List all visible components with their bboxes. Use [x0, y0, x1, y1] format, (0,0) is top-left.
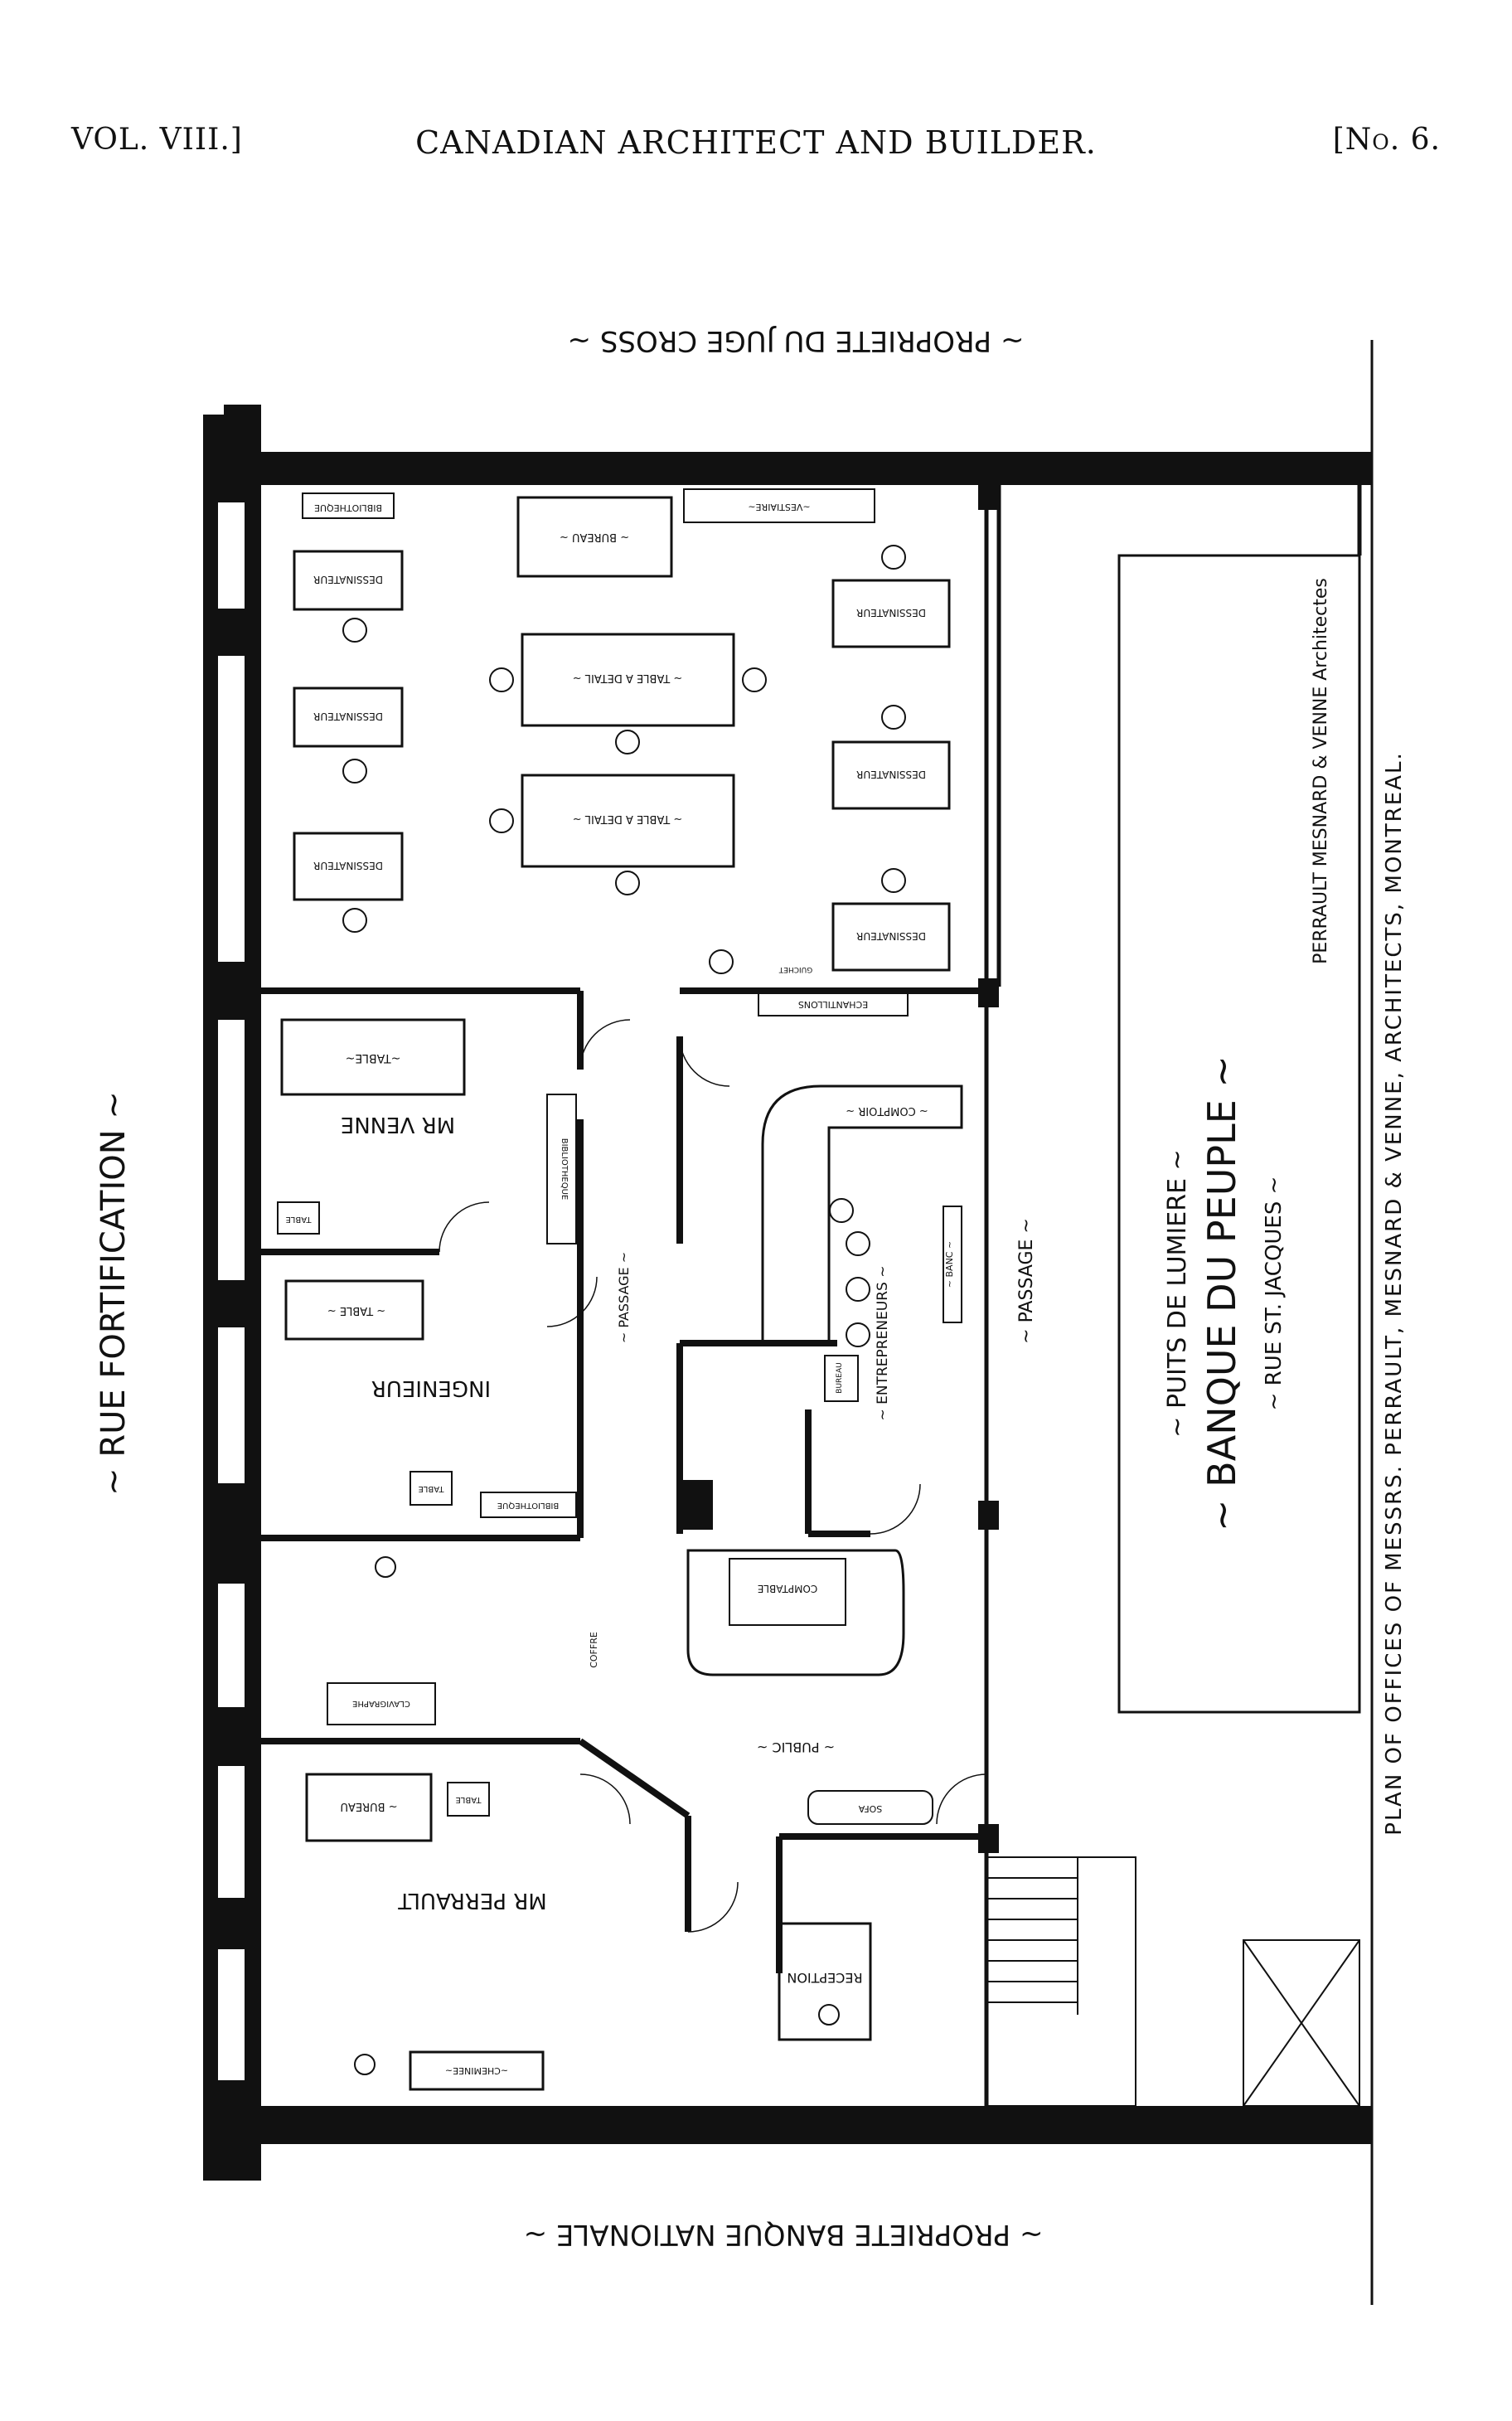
bibliotheque-low [480, 1492, 577, 1518]
coffre-label: COFFRE [589, 1632, 599, 1668]
desk-label: DESSINATEUR [856, 769, 926, 780]
engineer-table-label: ~ TABLE ~ [327, 1304, 385, 1317]
street-label-fortification: ~ RUE FORTIFICATION ~ [94, 1091, 133, 1496]
bottom-property-label: ~ PROPRIETE BANQUE NATIONALE ~ [524, 2218, 1044, 2251]
pier [207, 1492, 253, 1584]
clavigraphe-desk [327, 1682, 436, 1725]
venne-table-label: ~TABLE~ [346, 1051, 401, 1065]
pier [680, 1480, 713, 1530]
bureau-box-label: BUREAU [836, 1362, 844, 1393]
pier [207, 962, 253, 1020]
chairs [342, 545, 906, 2075]
comptable-label: COMPTABLE [758, 1583, 818, 1594]
small-table-label: TABLE [456, 1795, 482, 1804]
journal-title: CANADIAN ARCHITECT AND BUILDER. [415, 124, 1097, 161]
court-line-1: ~ PUITS DE LUMIERE ~ [1163, 1149, 1192, 1437]
bureau-desk [516, 496, 673, 578]
room-label-mr-venne: MR VENNE [341, 1112, 455, 1137]
detail-table-label: ~ TABLE A DETAIL ~ [573, 672, 683, 684]
desk-label: DESSINATEUR [313, 711, 383, 722]
reception-label: RECEPTION [787, 1970, 862, 1986]
desk-label: DESSINATEUR [856, 607, 926, 619]
comptoir-label: ~ COMPTOIR ~ [846, 1104, 928, 1117]
bibliotheque-low-label: BIBLIOTHEQUE [497, 1501, 560, 1510]
small-table [277, 1201, 320, 1235]
room-label-ingenieur: INGENIEUR [371, 1375, 491, 1400]
vestiaire-label: ~VESTIAIRE~ [748, 502, 810, 512]
banc-bench [943, 1206, 962, 1323]
pier [978, 481, 999, 510]
desk-label: DESSINATEUR [313, 574, 383, 585]
entrepreneurs-label: ~ ENTREPRENEURS ~ [875, 1266, 891, 1421]
court-line-2: ~ BANQUE DU PEUPLE ~ [1199, 1055, 1244, 1531]
door-swings [439, 1019, 987, 1933]
light-court [1117, 554, 1361, 1714]
cheminee [409, 2050, 545, 2091]
exterior-walls [203, 405, 1372, 2181]
echantillons-cabinet [758, 990, 909, 1016]
perrault-desk-label: ~ BUREAU [340, 1800, 397, 1812]
comptoir-counter [761, 1084, 963, 1345]
perrault-desk [305, 1773, 433, 1842]
passage-label: ~ PASSAGE ~ [616, 1252, 632, 1343]
room-label-mr-perrault: MR PERRAULT [398, 1888, 547, 1913]
venne-table [280, 1018, 466, 1096]
comptable-desk [729, 1558, 846, 1626]
drafting-desks [293, 550, 951, 972]
sofa [807, 1790, 933, 1825]
banc-label: ~ BANC ~ [944, 1241, 955, 1288]
passage-label: ~ PASSAGE ~ [1016, 1218, 1037, 1344]
issue-number: [No. 6. [1332, 123, 1441, 157]
reception-table [778, 1922, 872, 2041]
volume-label: VOL. VIII.] [71, 123, 243, 157]
detail-table-label: ~ TABLE A DETAIL ~ [573, 813, 683, 825]
clavigraphe-label: CLAVIGRAPHE [352, 1699, 410, 1708]
plan-caption: PLAN OF OFFICES OF MESSRS. PERRAULT, MES… [1382, 751, 1407, 1835]
pier [207, 1716, 253, 1766]
public-label: ~ PUBLIC ~ [757, 1739, 835, 1755]
pier [978, 1501, 999, 1530]
bureau-box [824, 1355, 859, 1402]
small-table-label: TABLE [286, 1215, 313, 1224]
sofa-label: SOFA [858, 1803, 882, 1814]
cheminee-label: ~CHEMINEE~ [445, 2065, 508, 2076]
engineer-table [284, 1279, 424, 1341]
staircase [986, 1856, 1360, 2107]
small-table-label: TABLE [419, 1484, 445, 1493]
detail-table [521, 774, 735, 868]
architect-signature: PERRAULT MESNARD & VENNE Architectes [1311, 578, 1331, 964]
bureau-label: ~ BUREAU ~ [560, 531, 629, 543]
perrault-small-table [447, 1782, 490, 1817]
desk-label: DESSINATEUR [856, 930, 926, 942]
library-label: BIBLIOTHEQUE [314, 502, 382, 513]
echantillons-label: ECHANTILLONS [798, 999, 868, 1010]
library-shelf [546, 1094, 577, 1244]
top-property-label: ~ PROPRIETE DU JUGE CROSS ~ [568, 324, 1025, 357]
vestiaire [683, 488, 875, 523]
library-label: BIBLIOTHEQUE [560, 1138, 569, 1201]
engineer-small-table [410, 1471, 453, 1506]
comptable-enclosure [686, 1549, 905, 1676]
detail-table [521, 633, 735, 727]
desk-label: DESSINATEUR [313, 860, 383, 871]
library-shelf [302, 492, 395, 519]
interior-walls [261, 987, 986, 1973]
guichet-label: GUICHET [778, 965, 812, 973]
court-line-3: ~ RUE ST. JACQUES ~ [1262, 1177, 1287, 1411]
